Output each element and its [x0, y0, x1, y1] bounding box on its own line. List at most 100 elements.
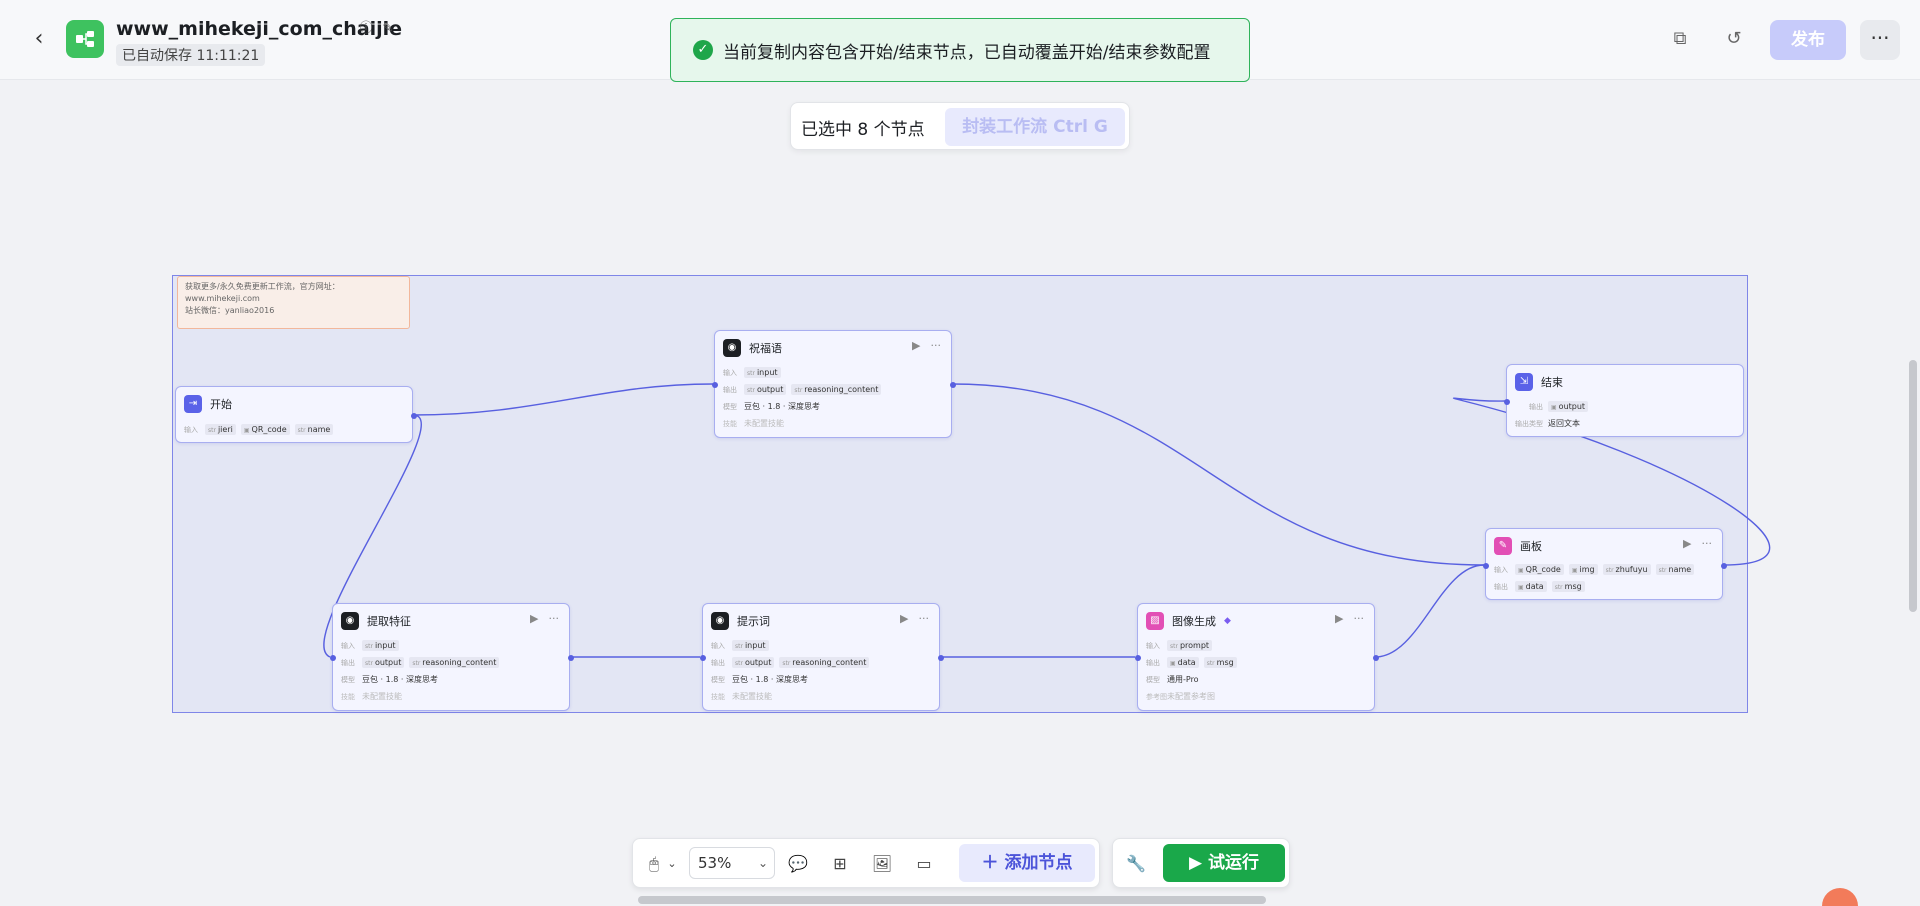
type-label: str [782, 660, 791, 667]
wrench-icon[interactable]: 🔧 [1126, 854, 1146, 873]
layout-grid-icon[interactable]: ⊞ [833, 854, 847, 873]
input-port[interactable] [330, 655, 336, 661]
input-port[interactable] [700, 655, 706, 661]
node-more-icon[interactable]: ··· [1701, 537, 1713, 550]
more-options-icon[interactable]: ··· [1860, 20, 1900, 60]
node-more-icon[interactable]: ··· [548, 612, 560, 625]
node-header: ◉ 祝福语 [723, 339, 782, 357]
input-label: 输入 [723, 368, 737, 377]
assistant-avatar[interactable] [1822, 888, 1858, 906]
node-more-icon[interactable]: ··· [1353, 612, 1365, 625]
add-node-button[interactable]: ＋ 添加节点 [959, 844, 1095, 882]
history-icon[interactable]: ↺ [1726, 28, 1742, 49]
image-type-icon: ▣ [1518, 584, 1524, 591]
type-label: str [1206, 660, 1215, 667]
param-name: jieri [217, 425, 233, 434]
end-node-icon: ⇲ [1515, 373, 1533, 391]
type-label: str [747, 387, 755, 394]
run-node-icon[interactable]: ▶ [912, 339, 921, 352]
node-more-icon[interactable]: ··· [930, 339, 942, 352]
premium-icon: ◆ [1224, 616, 1231, 626]
publish-button[interactable]: 发布 [1770, 20, 1846, 60]
image-type-icon: ▣ [1551, 404, 1557, 411]
output-port[interactable] [950, 382, 956, 388]
minimap-icon[interactable]: ▭ [916, 854, 932, 873]
input-port[interactable] [1135, 655, 1141, 661]
check-circle-icon: ✓ [693, 40, 713, 60]
input-port[interactable] [1483, 563, 1489, 569]
comment-icon[interactable]: 💬 [788, 854, 808, 873]
wrap-workflow-button[interactable]: 封装工作流 Ctrl G [945, 108, 1125, 146]
edit-icon[interactable]: ✎ [382, 21, 394, 36]
node-title: 开始 [210, 398, 232, 411]
param-name: input [374, 641, 396, 650]
node-title: 结束 [1541, 376, 1563, 389]
zoom-select[interactable]: 53% ⌄ [689, 847, 775, 879]
output-type-value: 返回文本 [1548, 419, 1580, 428]
model-label: 模型 [723, 402, 737, 411]
node-more-icon[interactable]: ··· [918, 612, 930, 625]
node-header: ◉ 提示词 [711, 612, 770, 630]
output-label: 输出 [711, 658, 725, 667]
mouse-mode-icon[interactable]: 🖱 [649, 854, 659, 873]
test-run-button[interactable]: ▶ 试运行 [1163, 844, 1285, 882]
output-label: 输出 [723, 385, 737, 394]
output-label: 输出 [341, 658, 355, 667]
run-node-icon[interactable]: ▶ [900, 612, 909, 625]
type-label: str [1605, 567, 1614, 574]
skill-label: 技能 [341, 692, 355, 701]
output-port[interactable] [1721, 563, 1727, 569]
param-name: msg [1564, 582, 1582, 591]
run-node-icon[interactable]: ▶ [1335, 612, 1344, 625]
image-export-icon[interactable]: 🖼 [871, 854, 893, 873]
info-icon[interactable]: ⓘ [359, 21, 373, 36]
output-type-label: 输出类型 [1515, 419, 1543, 428]
note-line: 获取更多/永久免费更新工作流，官方网址： [185, 282, 340, 291]
run-toolbar: 🔧 ▶ 试运行 [1112, 838, 1290, 888]
chevron-down-icon[interactable]: ⌄ [667, 857, 677, 870]
model-label: 模型 [711, 675, 725, 684]
input-port[interactable] [712, 382, 718, 388]
selected-count: 已选中 8 个节点 [801, 120, 925, 140]
node-end[interactable]: ⇲ 结束 输出 ▣output 输出类型 返回文本 [1504, 364, 1744, 437]
output-port[interactable] [411, 413, 417, 419]
model-label: 模型 [341, 675, 355, 684]
type-label: str [735, 643, 743, 650]
node-actions: ▶ ··· [1335, 612, 1364, 625]
param-name: data [1525, 582, 1544, 591]
output-port[interactable] [1373, 655, 1379, 661]
canvas-toolbar: 🖱 ⌄ 53% ⌄ 💬 ⊞ 🖼 ▭ ＋ 添加节点 [632, 838, 1100, 888]
param-name: output [1558, 402, 1586, 411]
param-name: reasoning_content [792, 658, 867, 667]
comment-note[interactable]: 获取更多/永久免费更新工作流，官方网址： www.mihekeji.com 站长… [177, 276, 410, 329]
copy-icon[interactable]: ⧉ [1673, 28, 1687, 49]
param-tag: ▣data [1167, 657, 1199, 668]
output-port[interactable] [938, 655, 944, 661]
node-header: ✎ 画板 [1494, 537, 1542, 555]
horizontal-scrollbar[interactable] [638, 896, 1266, 904]
run-node-icon[interactable]: ▶ [530, 612, 539, 625]
run-node-icon[interactable]: ▶ [1683, 537, 1692, 550]
input-port[interactable] [1504, 399, 1510, 405]
image-type-icon: ▣ [1518, 567, 1524, 574]
workflow-title: www_mihekeji_com_chaijie [116, 18, 403, 40]
llm-node-icon: ◉ [723, 339, 741, 357]
output-port[interactable] [568, 655, 574, 661]
back-arrow-icon[interactable]: ‹ [34, 26, 44, 51]
vertical-scrollbar[interactable] [1909, 360, 1917, 612]
